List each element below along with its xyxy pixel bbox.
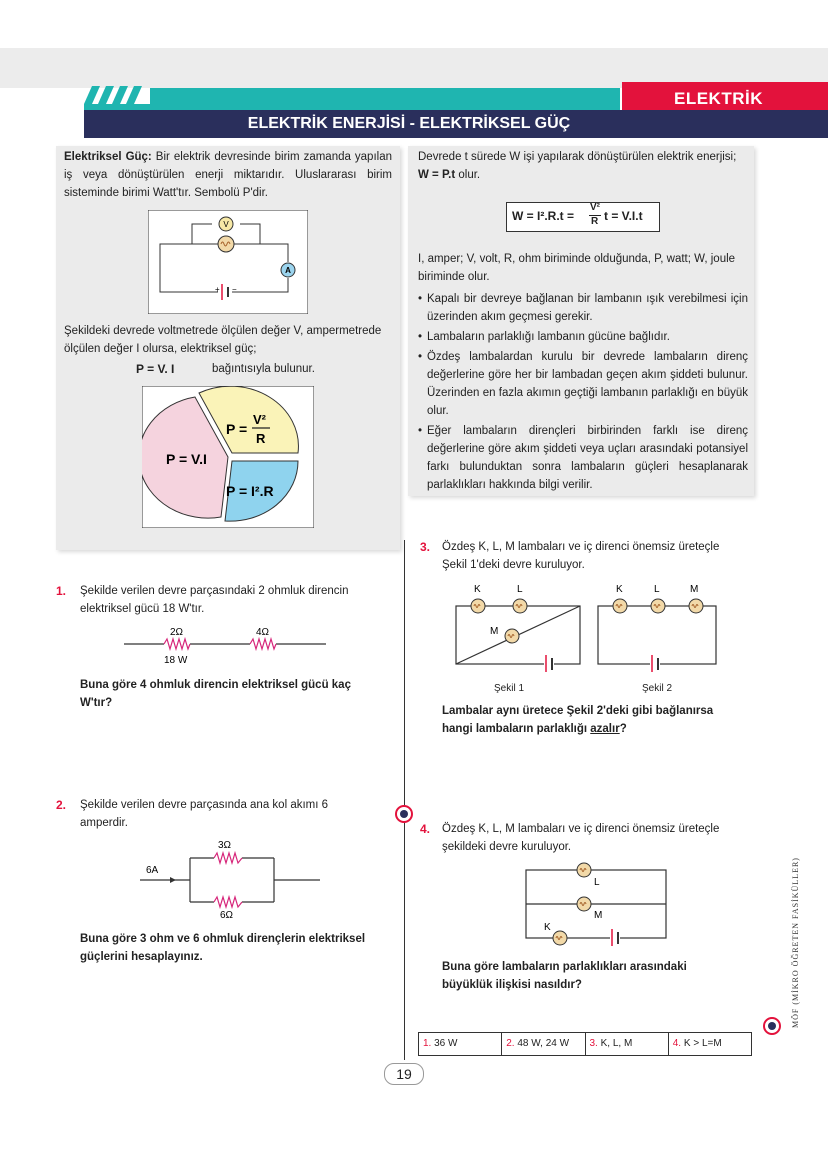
q4-label-l: L xyxy=(594,877,600,888)
answer-cell: 1. 36 W xyxy=(419,1033,503,1055)
q4-question: Buna göre lambaların parlaklıkları arası… xyxy=(442,961,687,991)
q3-fig2-label-l: L xyxy=(654,584,660,595)
bullet-item: Kapalı bir devreye bağlanan bir lambanın… xyxy=(418,290,748,326)
q2-r1-label: 3Ω xyxy=(218,840,232,851)
q1-circuit: 2Ω 4Ω 18 W xyxy=(124,627,326,666)
bullet-list: Kapalı bir devreye bağlanan bir lambanın… xyxy=(418,290,748,494)
q2-current-label: 6A xyxy=(146,865,159,876)
header-accent-bar-lower xyxy=(84,104,620,110)
q1-text: Şekilde verilen devre parçasındaki 2 ohm… xyxy=(80,585,349,615)
power-definition-text: Bir elektrik devresinde birim zamanda ya… xyxy=(64,151,392,199)
q2-circuit: 6A 3Ω 6Ω xyxy=(140,840,320,921)
q1-number: 1. xyxy=(56,584,67,598)
header-accent-bar xyxy=(150,88,620,104)
q3-circuit-figure-2: K L M xyxy=(597,584,717,672)
column-divider xyxy=(404,540,405,1060)
page-number: 19 xyxy=(384,1063,424,1085)
energy-formula-num: V² xyxy=(590,202,600,213)
q3-question-end: ? xyxy=(619,723,627,735)
answer-cell: 3. K, L, M xyxy=(586,1033,669,1055)
q3-fig1-label-m: M xyxy=(490,626,498,637)
brand-logo-side xyxy=(763,1017,781,1035)
q3-fig2-label-k: K xyxy=(616,584,623,595)
power-term: Elektriksel Güç: xyxy=(64,151,152,163)
stripe-decoration xyxy=(84,86,142,104)
q4-text: Özdeş K, L, M lambaları ve iç direnci ön… xyxy=(442,823,720,853)
q3-figure-2-caption: Şekil 2 xyxy=(642,683,673,694)
q4-label-m: M xyxy=(594,910,602,921)
pie-label-vi: P = V.I xyxy=(166,451,207,467)
energy-intro: Devrede t sürede W işi yapılarak dönüştü… xyxy=(418,148,750,184)
q3-question: Lambalar aynı üretece Şekil 2'deki gibi … xyxy=(442,702,742,738)
energy-formula-part-b: t = V.I.t xyxy=(604,209,643,223)
page-title: ELEKTRİK ENERJİSİ - ELEKTRİKSEL GÜÇ xyxy=(247,115,571,132)
energy-formula-suffix: olur. xyxy=(455,169,481,181)
voltmeter-label: V xyxy=(223,220,229,229)
answer-value: K, L, M xyxy=(600,1038,633,1049)
answer-cell: 2. 48 W, 24 W xyxy=(502,1033,586,1055)
q3-fig2-label-m: M xyxy=(690,584,698,595)
battery-minus: − xyxy=(232,285,237,294)
q4-circuit: L M K xyxy=(525,862,667,946)
q3-figure-1-caption: Şekil 1 xyxy=(494,683,525,694)
power-formula-pie: P = V.I P = V² R P = I².R xyxy=(142,386,314,528)
energy-formula: W = P.t xyxy=(418,169,456,181)
q1-power-label: 18 W xyxy=(164,655,188,666)
answer-value: 36 W xyxy=(434,1038,458,1049)
pie-label-v2r-num: V² xyxy=(253,412,267,427)
answer-key: 1. 36 W 2. 48 W, 24 W 3. K, L, M 4. K > … xyxy=(418,1032,752,1056)
q2-number: 2. xyxy=(56,798,67,812)
energy-formula-part-a: W = I².R.t = xyxy=(512,209,575,223)
pie-label-v2r-den: R xyxy=(256,431,266,446)
energy-formula-box xyxy=(506,202,660,232)
q4-number: 4. xyxy=(420,822,431,836)
answer-value: 48 W, 24 W xyxy=(517,1038,570,1049)
answer-number: 2. xyxy=(506,1038,515,1049)
bullet-item: Özdeş lambalardan kurulu bir devrede lam… xyxy=(418,348,748,420)
q2-question: Buna göre 3 ohm ve 6 ohmluk dirençlerin … xyxy=(80,933,366,963)
voltmeter-text: Şekildeki devrede voltmetrede ölçülen de… xyxy=(64,325,382,355)
voltmeter-ammeter-circuit: V A + − xyxy=(148,210,308,314)
q3-question-text: Lambalar aynı üretece Şekil 2'deki gibi … xyxy=(442,705,714,735)
q2-text: Şekilde verilen devre parçasında ana kol… xyxy=(80,799,329,829)
units-text: I, amper; V, volt, R, ohm biriminde oldu… xyxy=(418,253,736,283)
series-side-text: MÖF (MİKRO ÖĞRETEN FASİKÜLLER) xyxy=(791,857,800,1028)
q3-circuit-figure-1: K L M xyxy=(455,584,581,672)
pie-label-v2r-prefix: P = xyxy=(226,421,247,437)
pie-slice-i2r xyxy=(224,460,299,522)
pie-slice-vi xyxy=(142,396,229,519)
pie-slice-v2r xyxy=(198,386,299,454)
answer-number: 1. xyxy=(423,1038,432,1049)
q4-label-k: K xyxy=(544,922,551,933)
bullet-item: Lambaların parlaklığı lambanın gücüne ba… xyxy=(418,328,748,346)
power-definition: Elektriksel Güç: Bir elektrik devresinde… xyxy=(64,148,392,202)
q3-question-underlined: azalır xyxy=(590,723,620,735)
q2-r2-label: 6Ω xyxy=(220,910,234,921)
power-formula: P = V. I xyxy=(136,362,175,376)
q1-r2-label: 4Ω xyxy=(256,627,270,638)
answer-value: K > L=M xyxy=(683,1038,722,1049)
ammeter-label: A xyxy=(285,266,291,275)
answer-number: 3. xyxy=(589,1038,598,1049)
header-background xyxy=(0,48,828,88)
energy-intro-text: Devrede t sürede W işi yapılarak dönüştü… xyxy=(418,151,737,163)
bullet-item: Eğer lambaların dirençleri birbirinden f… xyxy=(418,422,748,494)
q1-r1-label: 2Ω xyxy=(170,627,184,638)
q3-text: Özdeş K, L, M lambaları ve iç direnci ön… xyxy=(442,541,720,571)
q3-number: 3. xyxy=(420,540,431,554)
battery-plus: + xyxy=(215,285,220,294)
answer-number: 4. xyxy=(672,1038,682,1049)
pie-label-i2r: P = I².R xyxy=(226,483,274,499)
q1-question: Buna göre 4 ohmluk direncin elektriksel … xyxy=(80,679,351,709)
title-bar xyxy=(84,110,828,138)
power-formula-suffix: bağıntısıyla bulunur. xyxy=(212,363,315,375)
q3-fig1-label-k: K xyxy=(474,584,481,595)
q3-fig1-label-l: L xyxy=(517,584,523,595)
energy-formula-den: R xyxy=(591,216,599,227)
answer-cell: 4. K > L=M xyxy=(669,1033,751,1055)
energy-formula-fraction-line xyxy=(589,215,601,216)
brand-logo-center xyxy=(395,805,413,823)
